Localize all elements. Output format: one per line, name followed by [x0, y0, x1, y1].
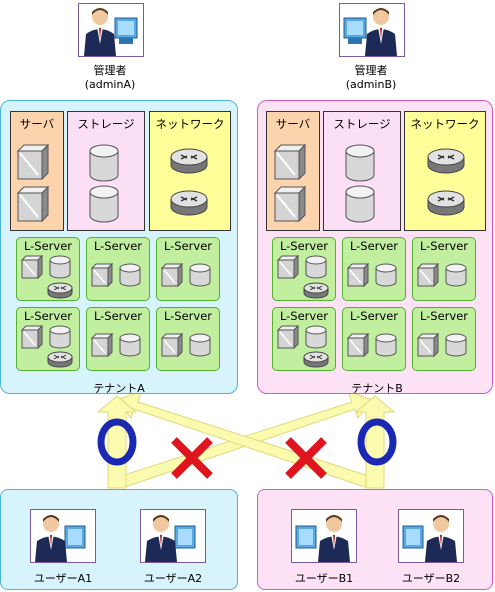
admin-b-avatar — [339, 3, 405, 57]
user-person-icon — [35, 515, 86, 562]
server-icon — [274, 144, 306, 180]
lserver-title: L-Server — [23, 239, 73, 253]
storage-disk-icon — [375, 263, 397, 287]
storage-disk-icon — [49, 325, 71, 349]
allowed-circle-icon — [357, 418, 397, 466]
lserver-title: L-Server — [163, 309, 213, 323]
server-icon — [274, 186, 306, 222]
network-router-icon — [170, 148, 208, 174]
server-icon — [277, 255, 299, 279]
lserver-title: L-Server — [419, 239, 469, 253]
server-icon — [21, 325, 43, 349]
admin-person-icon — [84, 8, 138, 56]
admin-b-name: (adminB) — [345, 78, 397, 91]
admin-b-role: 管理者 — [354, 64, 388, 77]
storage-disk-icon — [345, 144, 375, 182]
lserver-title: L-Server — [93, 239, 143, 253]
user-a2-label: ユーザーA2 — [143, 572, 203, 585]
server-icon — [91, 263, 113, 287]
storage-disk-icon — [119, 263, 141, 287]
user-person-icon — [402, 515, 457, 562]
storage-disk-icon — [375, 333, 397, 357]
server-icon — [347, 333, 369, 357]
admin-a-role: 管理者 — [93, 64, 127, 77]
storage-disk-icon — [189, 263, 211, 287]
network-header: ネットワーク — [410, 117, 480, 131]
server-icon — [161, 263, 183, 287]
storage-header: ストレージ — [77, 117, 135, 131]
user-a1-label: ユーザーA1 — [33, 572, 93, 585]
admin-person-icon — [343, 8, 397, 56]
network-router-icon — [427, 148, 465, 174]
network-router-icon — [303, 282, 329, 299]
tenant-b-label: テナントB — [351, 382, 403, 395]
network-header: ネットワーク — [155, 117, 225, 131]
network-router-icon — [47, 282, 73, 299]
storage-disk-icon — [89, 185, 119, 223]
lserver-title: L-Server — [279, 239, 329, 253]
lserver-title: L-Server — [419, 309, 469, 323]
storage-disk-icon — [189, 333, 211, 357]
server-header: サーバ — [19, 117, 55, 131]
storage-disk-icon — [305, 255, 327, 279]
network-router-icon — [170, 190, 208, 216]
admin-a-avatar — [78, 3, 144, 57]
lserver-title: L-Server — [349, 239, 399, 253]
server-icon — [17, 186, 49, 222]
server-icon — [17, 144, 49, 180]
server-header: サーバ — [275, 117, 311, 131]
storage-disk-icon — [345, 185, 375, 223]
user-a2-avatar — [140, 509, 206, 563]
allowed-circle-icon — [97, 418, 137, 466]
lserver-title: L-Server — [23, 309, 73, 323]
lserver-title: L-Server — [349, 309, 399, 323]
network-router-icon — [427, 190, 465, 216]
storage-disk-icon — [119, 333, 141, 357]
user-person-icon — [295, 515, 350, 562]
server-icon — [161, 333, 183, 357]
arrow-userA-to-tenantA — [96, 395, 138, 489]
denied-cross-icon — [171, 437, 213, 479]
lserver-title: L-Server — [163, 239, 213, 253]
arrow-userB-to-tenantB — [354, 395, 396, 489]
network-router-icon — [47, 351, 73, 368]
lserver-title: L-Server — [93, 309, 143, 323]
storage-disk-icon — [305, 325, 327, 349]
user-person-icon — [145, 515, 196, 562]
user-a1-avatar — [30, 509, 96, 563]
server-icon — [417, 263, 439, 287]
network-router-icon — [303, 351, 329, 368]
storage-disk-icon — [445, 263, 467, 287]
storage-disk-icon — [49, 255, 71, 279]
lserver-title: L-Server — [279, 309, 329, 323]
user-b2-avatar — [398, 509, 464, 563]
user-b1-label: ユーザーB1 — [294, 572, 354, 585]
user-b1-avatar — [291, 509, 357, 563]
server-icon — [277, 325, 299, 349]
server-icon — [417, 333, 439, 357]
tenant-a-label: テナントA — [93, 382, 145, 395]
storage-header: ストレージ — [333, 117, 391, 131]
storage-disk-icon — [89, 144, 119, 182]
server-icon — [21, 255, 43, 279]
storage-disk-icon — [445, 333, 467, 357]
server-icon — [347, 263, 369, 287]
user-b2-label: ユーザーB2 — [401, 572, 461, 585]
admin-a-name: (adminA) — [84, 78, 136, 91]
server-icon — [91, 333, 113, 357]
denied-cross-icon — [285, 437, 327, 479]
